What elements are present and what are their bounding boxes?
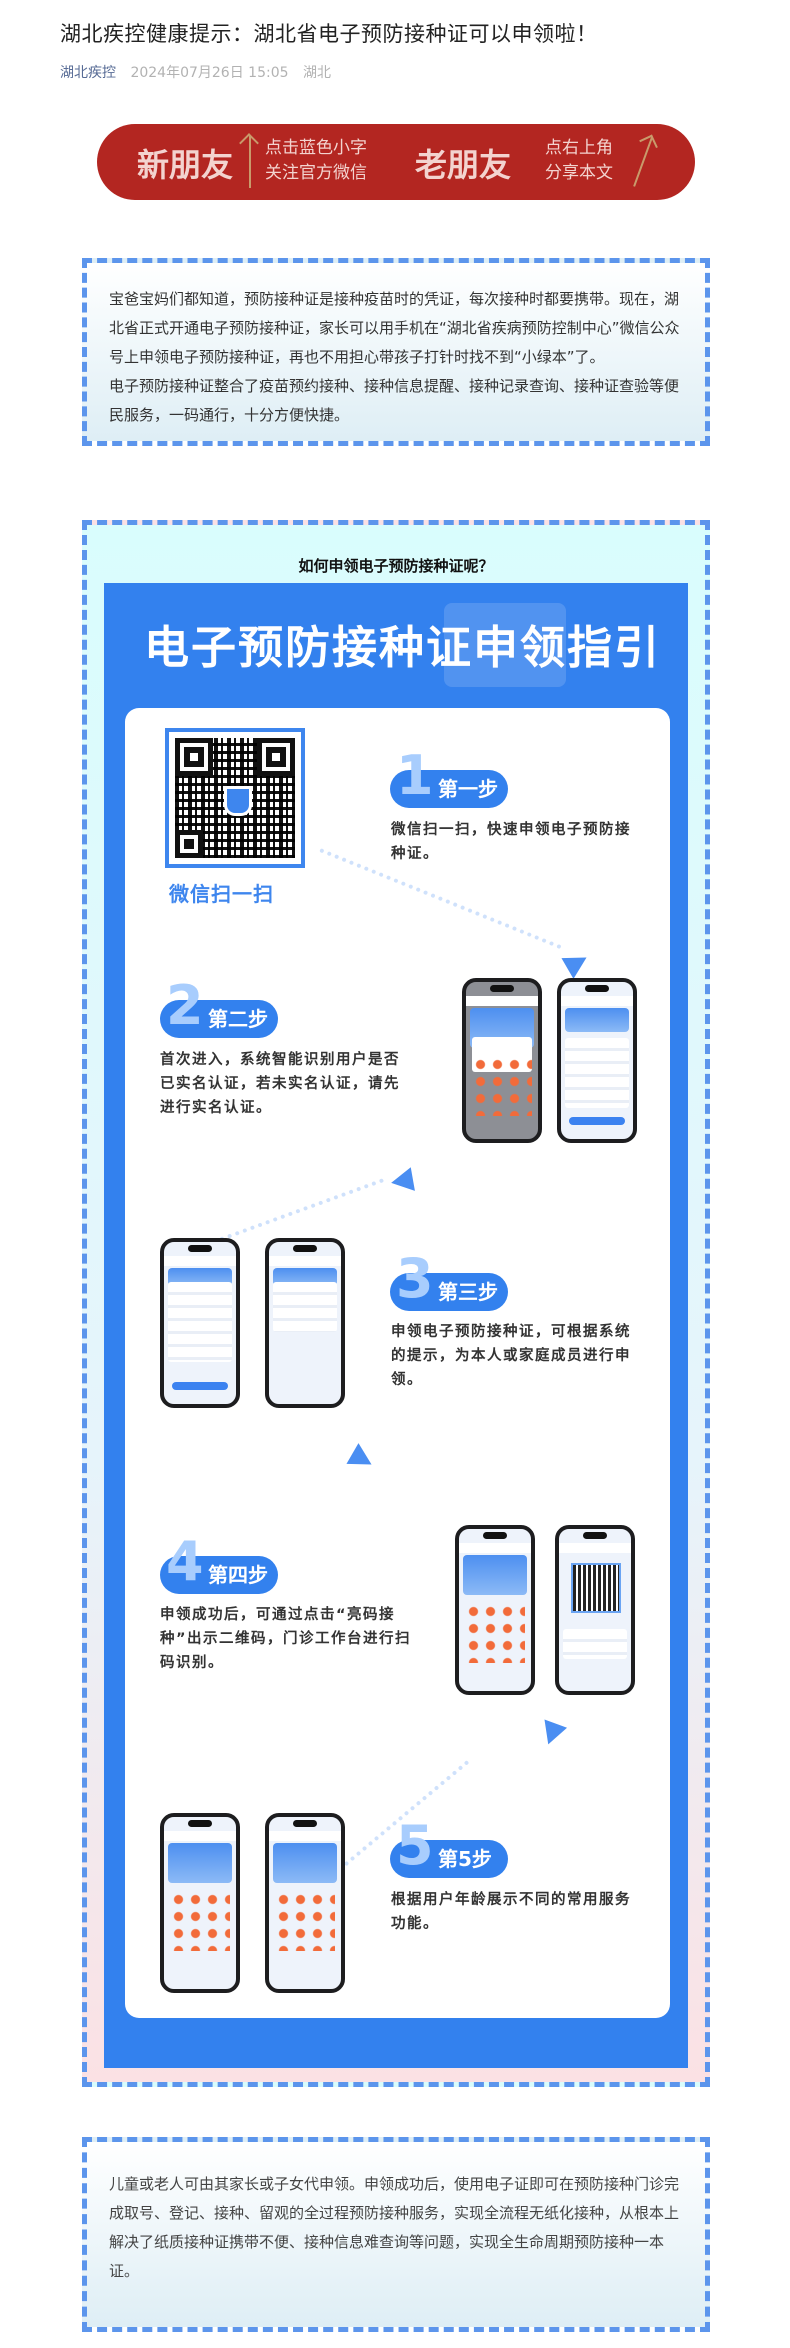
new-friend-tip: 点击蓝色小字关注官方微信 <box>265 138 367 183</box>
shield-icon <box>224 786 252 816</box>
poster-title: 电子预防接种证申领指引 <box>144 621 662 674</box>
step-4-text: 申领成功后，可通过点击“亮码接种”出示二维码，门诊工作台进行扫码识别。 <box>160 1607 412 1671</box>
outro-box: 儿童或老人可由其家长或子女代申领。申领成功后，使用电子证即可在预防接种门诊完成取… <box>82 2137 710 2332</box>
phone-screenshot <box>160 1813 240 1993</box>
paper-plane-icon <box>561 947 593 979</box>
phone-screenshot <box>462 978 542 1143</box>
arrow-up-icon <box>249 136 251 188</box>
phone-screenshot <box>265 1238 345 1408</box>
phone-screenshot <box>265 1813 345 1993</box>
paper-plane-icon <box>389 1167 415 1195</box>
qr-label: 微信扫一扫 <box>169 882 274 906</box>
phone-screenshot <box>557 978 637 1143</box>
phone-screenshot <box>455 1525 535 1695</box>
follow-share-banner: 新朋友 点击蓝色小字关注官方微信 老朋友 点右上角分享本文 <box>97 124 695 200</box>
location: 湖北 <box>302 65 331 81</box>
qr-code[interactable] <box>165 728 305 868</box>
phone-screenshot <box>160 1238 240 1408</box>
step-1-text: 微信扫一扫，快速申领电子预防接种证。 <box>391 822 631 862</box>
decorative-card <box>444 603 566 687</box>
outro-text: 儿童或老人可由其家长或子女代申领。申领成功后，使用电子证即可在预防接种门诊完成取… <box>109 2175 680 2280</box>
intro-box: 宝爸宝妈们都知道，预防接种证是接种疫苗时的凭证，每次接种时都要携带。现在，湖北省… <box>82 258 710 446</box>
article-title: 湖北疾控健康提示：湖北省电子预防接种证可以申领啦！ <box>60 22 598 46</box>
dotted-path <box>204 1178 385 1247</box>
step-2-text: 首次进入，系统智能识别用户是否已实名认证，若未实名认证，请先进行实名认证。 <box>160 1052 400 1116</box>
guide-question: 如何申领电子预防接种证呢？ <box>298 557 494 575</box>
step-3-text: 申领电子预防接种证，可根据系统的提示，为本人或家庭成员进行申领。 <box>391 1324 631 1388</box>
old-friend-label: 老朋友 <box>415 146 512 184</box>
phone-screenshot <box>555 1525 635 1695</box>
curly-arrow-icon <box>633 137 653 187</box>
new-friend-label: 新朋友 <box>137 146 234 184</box>
article-meta: 湖北疾控 2024年07月26日 15:05 湖北 <box>60 62 341 82</box>
author-link[interactable]: 湖北疾控 <box>60 65 116 81</box>
old-friend-tip: 点右上角分享本文 <box>545 138 613 183</box>
intro-text: 宝爸宝妈们都知道，预防接种证是接种疫苗时的凭证，每次接种时都要携带。现在，湖北省… <box>109 290 680 424</box>
paper-plane-icon <box>536 1719 568 1749</box>
paper-plane-icon <box>346 1443 378 1475</box>
publish-date: 2024年07月26日 15:05 <box>130 65 289 81</box>
step-5-text: 根据用户年龄展示不同的常用服务功能。 <box>391 1892 631 1932</box>
